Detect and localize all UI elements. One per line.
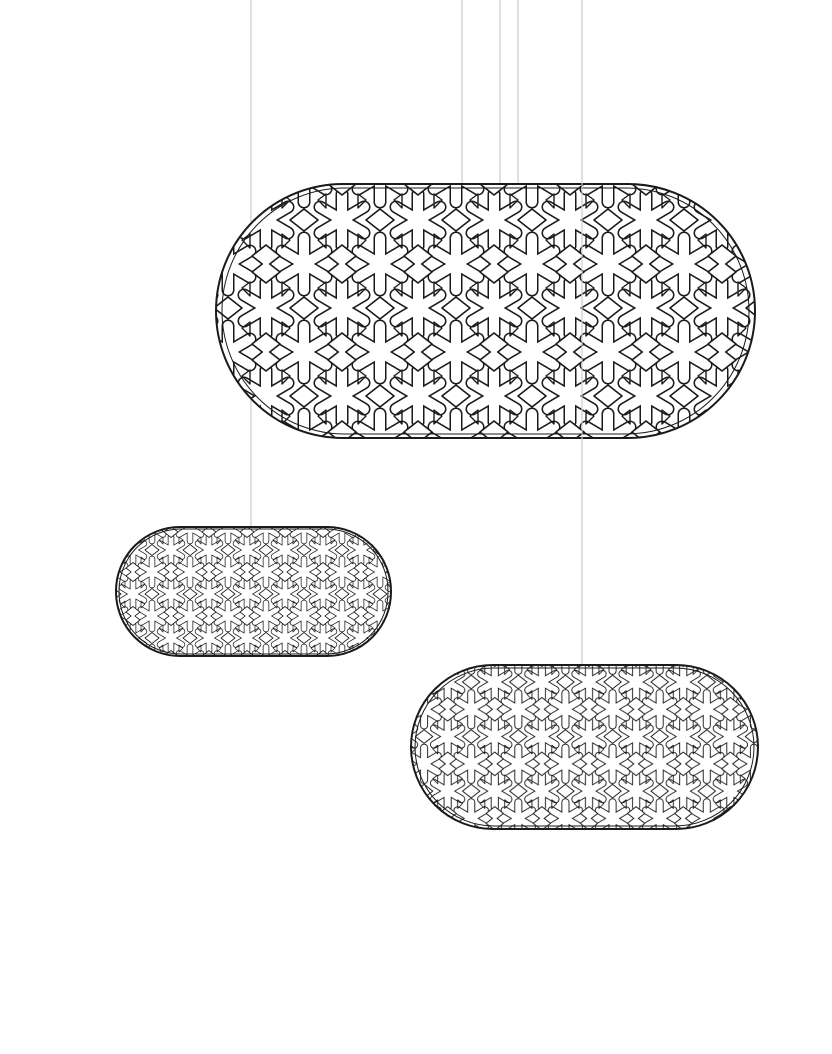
pendant-lamp-large [215,183,756,439]
pendant-lamp-medium [410,664,759,830]
pendant-lamp-small [115,526,392,657]
